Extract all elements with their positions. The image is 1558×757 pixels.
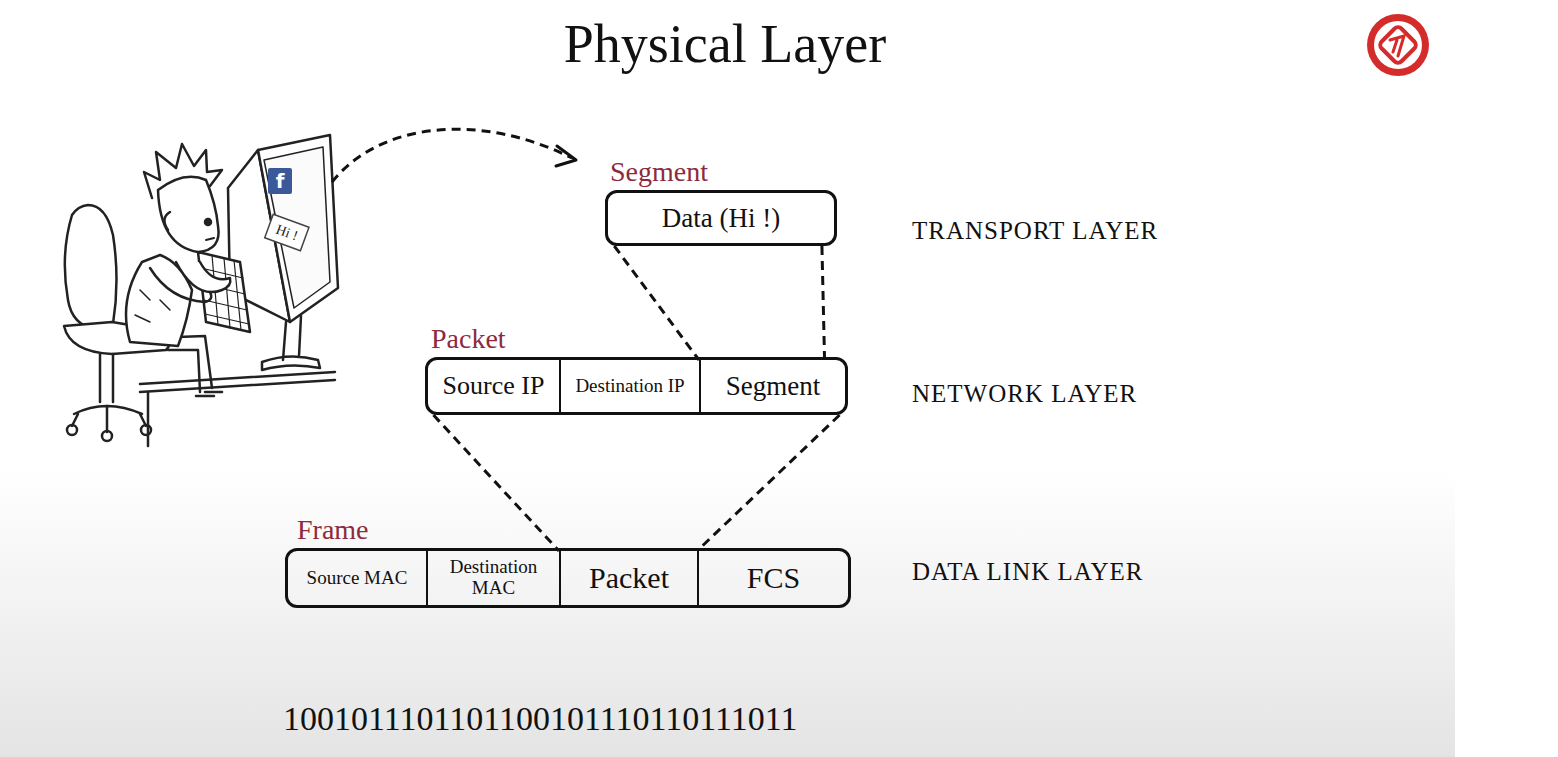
layer-box: FrameSource MACDestination MACPacketFCS: [285, 548, 851, 608]
message-text: Hi !: [265, 214, 309, 250]
layer-name: TRANSPORT LAYER: [912, 216, 1158, 246]
box-text: FCS: [747, 560, 800, 596]
table-top: [140, 372, 335, 392]
layer-name: NETWORK LAYER: [912, 379, 1137, 409]
monitor-face: [258, 135, 338, 322]
chair-pedestal: [100, 354, 113, 402]
box-text: Source MAC: [307, 568, 408, 589]
box-heading: Frame: [297, 513, 369, 547]
box-heading: Segment: [610, 155, 708, 189]
expansion-line: [614, 246, 699, 360]
chair-base: [72, 406, 146, 432]
boy-at-computer: [64, 135, 338, 446]
box-text: Source IP: [443, 370, 545, 401]
logo-mark: [1390, 36, 1404, 56]
boy-head: [158, 177, 219, 252]
field-cell: Segment: [699, 360, 845, 412]
logo-ring: [1367, 14, 1429, 76]
boy-eye: [205, 219, 211, 225]
field-cell: Source MAC: [288, 551, 426, 605]
field-cell: Destination MAC: [426, 551, 559, 605]
boy-ear: [164, 212, 170, 230]
chair-wheel: [141, 425, 151, 435]
message-note: [265, 214, 309, 250]
field-cell: FCS: [697, 551, 848, 605]
layer-box: SegmentData (Hi !): [605, 190, 837, 246]
boy-mouth: [206, 238, 214, 240]
expansion-line: [697, 415, 840, 551]
box-text: Packet: [589, 560, 669, 596]
box-text: Data (Hi !): [662, 202, 780, 234]
logo-inner: [1374, 21, 1422, 69]
expansion-line: [433, 415, 559, 551]
layer-box: PacketSource IPDestination IPSegment: [425, 357, 848, 415]
logo-square: [1378, 25, 1418, 65]
boy-arm: [176, 262, 230, 292]
layer-name: DATA LINK LAYER: [912, 557, 1144, 587]
diagram-title: Physical Layer: [0, 12, 1450, 76]
field-cell: Packet: [559, 551, 697, 605]
chair-wheel: [102, 431, 112, 441]
field-cell: Source IP: [428, 360, 559, 412]
monitor-stand: [262, 316, 320, 370]
monitor-screen: [264, 147, 330, 308]
expansion-line: [822, 246, 825, 360]
bit-stream: 1001011101101100101110110111011: [283, 699, 797, 740]
shirt-folds: [135, 290, 170, 322]
arrow-head: [556, 146, 576, 166]
field-cell: Destination IP: [559, 360, 699, 412]
chair-wheel: [67, 425, 77, 435]
box-text: Destination IP: [575, 376, 684, 397]
facebook-icon: [268, 168, 292, 194]
channel-logo: [1367, 14, 1429, 76]
box-heading: Packet: [431, 322, 506, 356]
dashed-arrow: [332, 129, 572, 182]
icon-letter: f: [268, 168, 292, 194]
chair-back: [65, 205, 117, 330]
boy-hair: [144, 144, 222, 198]
table-leg: [147, 392, 150, 446]
boy-hand: [150, 268, 211, 302]
box-text: Segment: [726, 370, 821, 402]
box-text: Destination MAC: [434, 557, 553, 599]
